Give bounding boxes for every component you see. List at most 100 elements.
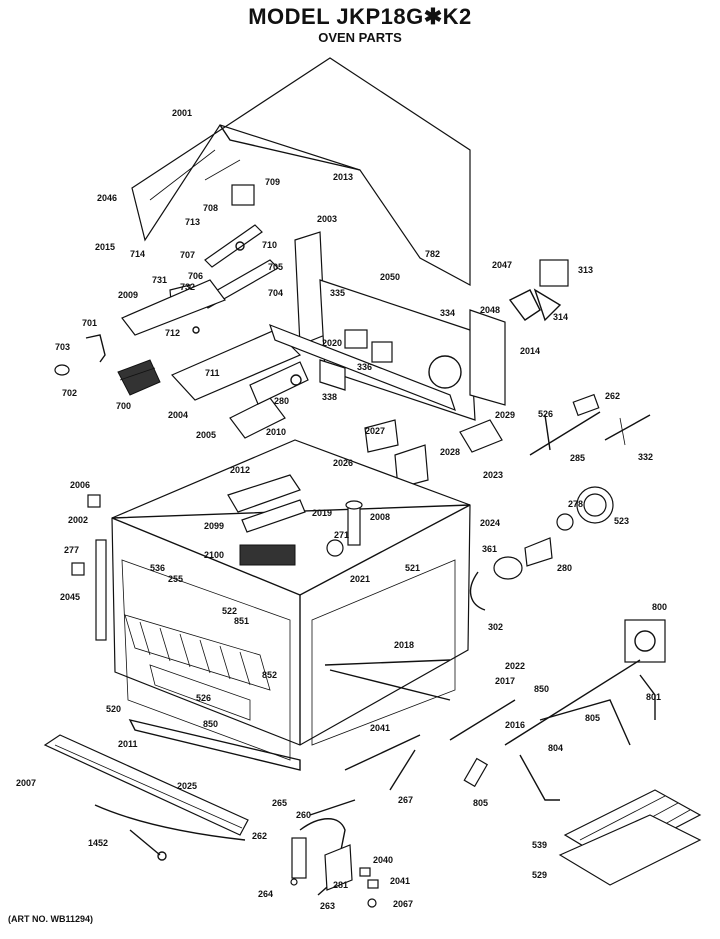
callout-529: 529: [532, 870, 547, 880]
callout-2012: 2012: [230, 465, 250, 475]
callout-712: 712: [165, 328, 180, 338]
callout-2013: 2013: [333, 172, 353, 182]
callout-2028: 2028: [440, 447, 460, 457]
callout-2025: 2025: [177, 781, 197, 791]
callout-263: 263: [320, 901, 335, 911]
latch-assembly-parts: [121, 184, 279, 336]
callout-2041b: 2041: [390, 876, 410, 886]
callout-2024: 2024: [480, 518, 500, 528]
callout-2018: 2018: [394, 640, 414, 650]
callout-2011: 2011: [118, 739, 138, 749]
callout-2022: 2022: [505, 661, 525, 671]
callout-265: 265: [272, 798, 287, 808]
callout-2023: 2023: [483, 470, 503, 480]
callout-714: 714: [130, 249, 145, 259]
callout-2067: 2067: [393, 899, 413, 909]
top-cover-part: [131, 57, 471, 287]
callout-526: 526: [538, 409, 553, 419]
callout-361: 361: [482, 544, 497, 554]
callout-2040: 2040: [373, 855, 393, 865]
callout-805b: 805: [473, 798, 488, 808]
callout-705: 705: [268, 262, 283, 272]
callout-2027: 2027: [365, 426, 385, 436]
callout-285: 285: [570, 453, 585, 463]
callout-313: 313: [578, 265, 593, 275]
callout-852: 852: [262, 670, 277, 680]
callout-2100: 2100: [204, 550, 224, 560]
callout-2045: 2045: [60, 592, 80, 602]
model-title: MODEL JKP18G✱K2: [248, 4, 472, 29]
callout-334: 334: [440, 308, 455, 318]
callout-800: 800: [652, 602, 667, 612]
oven-light-parts: [469, 486, 614, 611]
callout-731: 731: [152, 275, 167, 285]
callout-2015: 2015: [95, 242, 115, 252]
callout-521: 521: [405, 563, 420, 573]
section-title: OVEN PARTS: [318, 30, 402, 45]
callout-2010: 2010: [266, 427, 286, 437]
callout-2006: 2006: [70, 480, 90, 490]
callout-2099: 2099: [204, 521, 224, 531]
callout-2047: 2047: [492, 260, 512, 270]
callout-2046: 2046: [97, 193, 117, 203]
front-trim-strip: [43, 718, 301, 861]
callout-2026: 2026: [333, 458, 353, 468]
callout-707: 707: [180, 250, 195, 260]
callout-703: 703: [55, 342, 70, 352]
callout-2017: 2017: [495, 676, 515, 686]
callout-332: 332: [638, 452, 653, 462]
callout-2021: 2021: [350, 574, 370, 584]
bake-element-parts: [344, 619, 666, 801]
callout-1452: 1452: [88, 838, 108, 848]
callout-522: 522: [222, 606, 237, 616]
callout-264: 264: [258, 889, 273, 899]
vent-duct-parts: [170, 329, 309, 439]
callout-335: 335: [330, 288, 345, 298]
callout-2003: 2003: [317, 214, 337, 224]
side-trim-parts: [71, 494, 107, 641]
callout-255: 255: [168, 574, 183, 584]
callout-2002: 2002: [68, 515, 88, 525]
callout-338: 338: [322, 392, 337, 402]
callout-709: 709: [265, 177, 280, 187]
small-fastener-parts: [359, 867, 379, 908]
callout-782: 782: [425, 249, 440, 259]
callout-708: 708: [203, 203, 218, 213]
callout-523: 523: [614, 516, 629, 526]
callout-2008: 2008: [370, 512, 390, 522]
callout-2009: 2009: [118, 290, 138, 300]
callout-805: 805: [585, 713, 600, 723]
callout-302: 302: [488, 622, 503, 632]
callout-520: 520: [106, 704, 121, 714]
callout-336: 336: [357, 362, 372, 372]
callout-850: 850: [534, 684, 549, 694]
callout-706: 706: [188, 271, 203, 281]
callout-262: 262: [605, 391, 620, 401]
art-number: (ART NO. WB11294): [8, 914, 94, 924]
callout-2016: 2016: [505, 720, 525, 730]
callout-711: 711: [205, 368, 220, 378]
callout-2004: 2004: [168, 410, 188, 420]
callout-526b: 526: [196, 693, 211, 703]
callout-277: 277: [64, 545, 79, 555]
callout-280b: 280: [557, 563, 572, 573]
callout-701: 701: [82, 318, 97, 328]
callout-2048: 2048: [480, 305, 500, 315]
callout-700: 700: [116, 401, 131, 411]
door-lock-parts: [54, 334, 161, 396]
callout-262b: 262: [252, 831, 267, 841]
callout-536: 536: [150, 563, 165, 573]
callout-851: 851: [234, 616, 249, 626]
callout-2014: 2014: [520, 346, 540, 356]
callout-710: 710: [262, 240, 277, 250]
callout-280: 280: [274, 396, 289, 406]
callout-2007: 2007: [16, 778, 36, 788]
callout-314: 314: [553, 312, 568, 322]
callout-801: 801: [646, 692, 661, 702]
callout-2019: 2019: [312, 508, 332, 518]
callout-702: 702: [62, 388, 77, 398]
callout-539: 539: [532, 840, 547, 850]
callout-2020: 2020: [322, 338, 342, 348]
callout-267: 267: [398, 795, 413, 805]
